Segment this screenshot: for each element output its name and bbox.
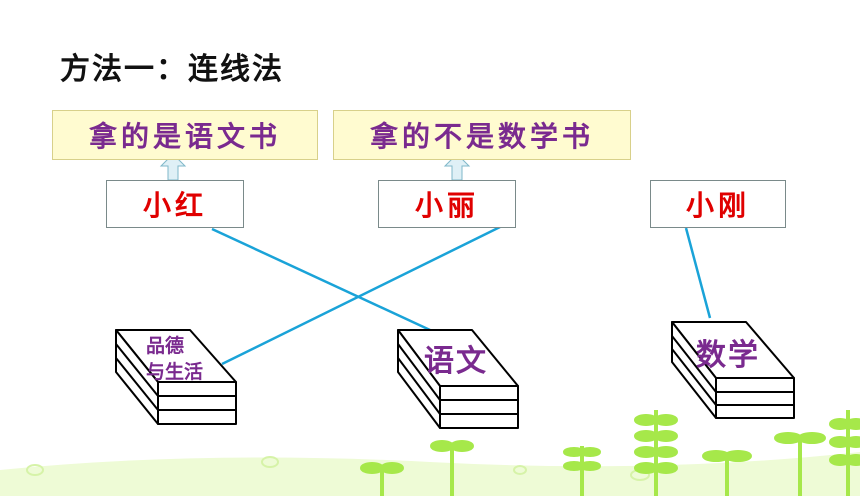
clue-arrows — [159, 153, 471, 181]
book-label-pinde-line1: 品德 — [146, 335, 185, 357]
arrow-up-icon — [159, 153, 187, 181]
book-stack-pinde — [115, 329, 237, 425]
person-box-xiaoli: 小丽 — [378, 180, 516, 228]
line-xiaogang-to-shuxue — [684, 227, 712, 319]
person-box-xiaogang: 小刚 — [650, 180, 786, 228]
line-xiaoli-to-pinde — [221, 225, 501, 366]
book-stack-yuwen — [397, 329, 519, 429]
book-label-pinde-line2: 与生活 — [146, 361, 204, 383]
person-box-xiaohong: 小红 — [106, 180, 244, 228]
book-label-yuwen: 语文 — [424, 344, 488, 379]
clue-box-xiaoli: 拿的不是数学书 — [333, 110, 631, 160]
book-label-pinde: 品德 与生活 — [146, 333, 226, 385]
clue-box-xiaohong: 拿的是语文书 — [52, 110, 318, 160]
page-title: 方法一：连线法 — [60, 52, 284, 87]
decorative-grass — [0, 410, 860, 496]
arrow-up-icon — [443, 153, 471, 181]
book-stack-shuxue — [671, 321, 795, 419]
line-xiaohong-to-yuwen — [211, 227, 431, 332]
connector-lines — [211, 225, 712, 366]
book-label-shuxue: 数学 — [696, 338, 760, 373]
